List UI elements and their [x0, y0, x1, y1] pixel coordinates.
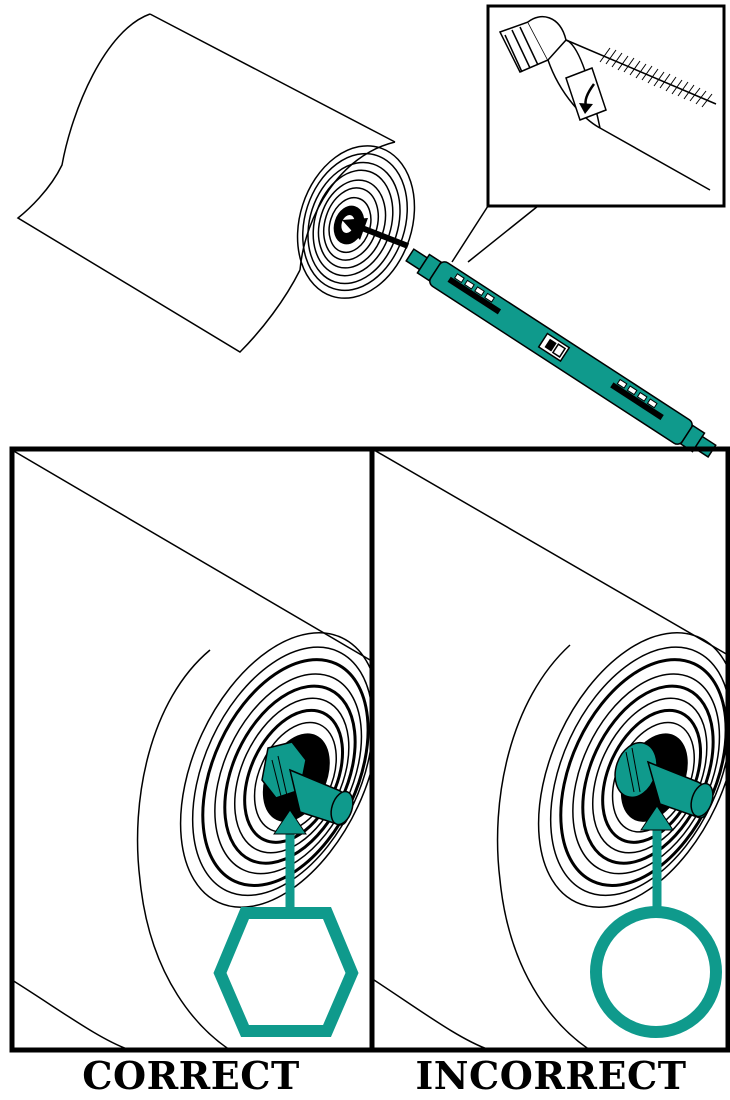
- circle-icon: [596, 912, 716, 1032]
- paper-sheet: [18, 14, 300, 352]
- hexagon-icon: [220, 913, 352, 1031]
- spindle: [402, 243, 719, 463]
- caption-incorrect: INCORRECT: [373, 1052, 729, 1100]
- inset-closeup: [452, 6, 724, 262]
- panel-correct: [12, 450, 420, 1050]
- media-roll-illustration: [18, 14, 433, 352]
- panel-frames: [12, 449, 728, 1050]
- caption-correct: CORRECT: [12, 1052, 370, 1100]
- panel-incorrect: [374, 450, 730, 1050]
